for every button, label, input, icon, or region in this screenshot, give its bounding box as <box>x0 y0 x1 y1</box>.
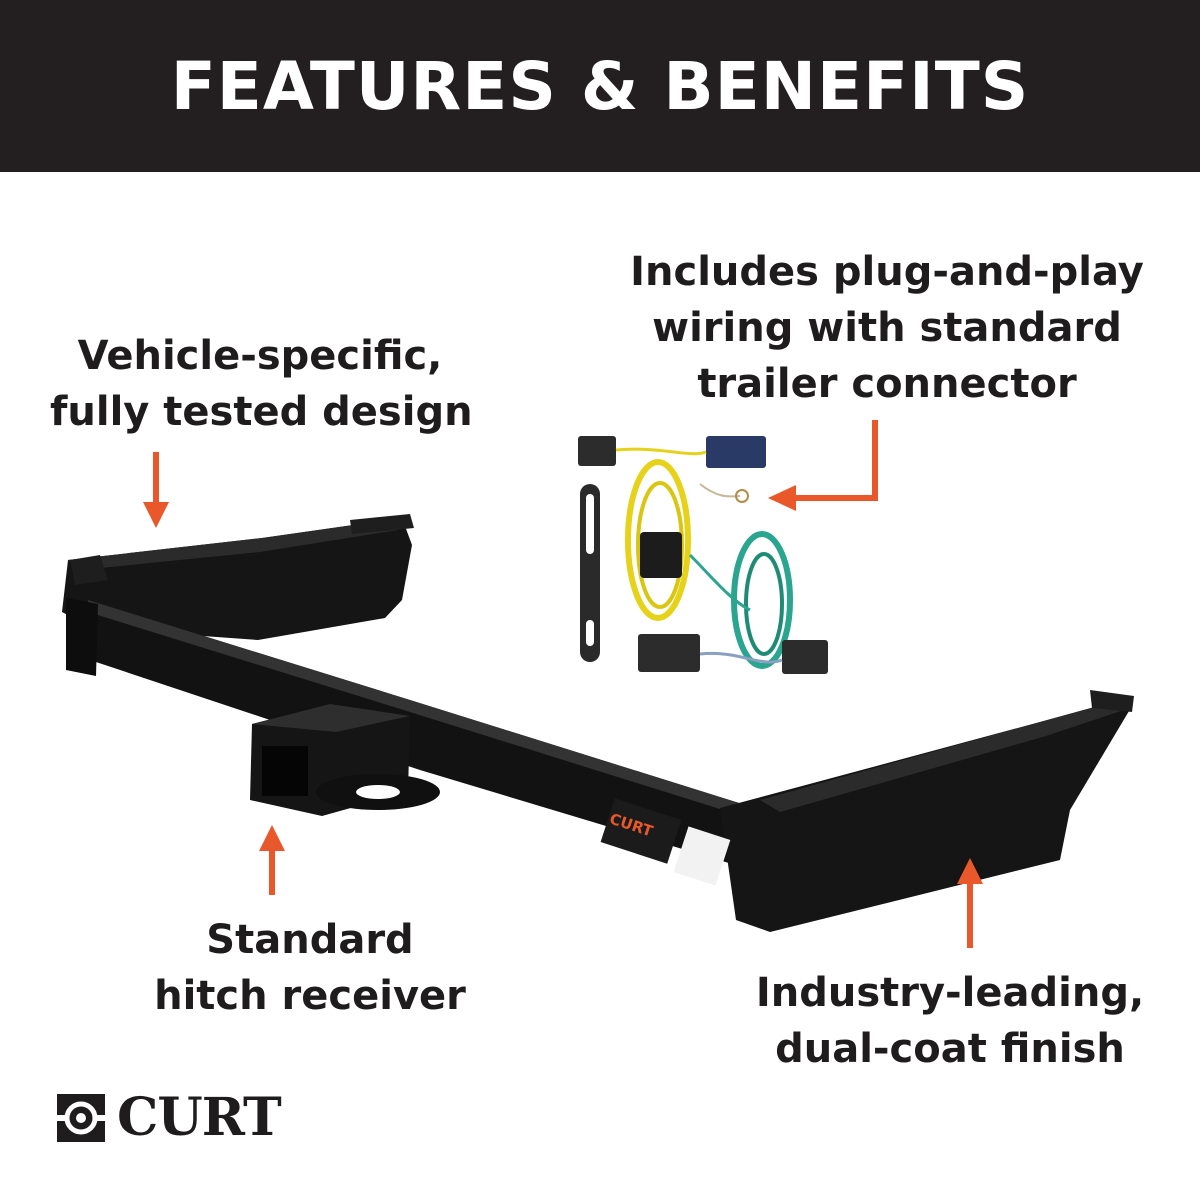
callout-line: Includes plug-and-play <box>630 249 1144 295</box>
callout-line: fully tested design <box>50 389 473 435</box>
callout-hitch-receiver: Standard hitch receiver <box>120 912 500 1024</box>
callout-vehicle-specific: Vehicle-specific, fully tested design <box>50 328 473 440</box>
callout-line: dual-coat finish <box>775 1026 1125 1072</box>
header-banner: FEATURES & BENEFITS <box>0 0 1200 172</box>
banner-title: FEATURES & BENEFITS <box>170 47 1030 125</box>
callout-line: Standard <box>206 917 414 963</box>
callout-finish: Industry-leading, dual-coat finish <box>740 965 1160 1077</box>
callout-wiring: Includes plug-and-play wiring with stand… <box>612 244 1162 412</box>
brand-emblem-icon <box>57 1094 105 1142</box>
callout-line: wiring with standard <box>652 305 1122 351</box>
brand-name: CURT <box>117 1087 282 1148</box>
callout-line: Vehicle-specific, <box>77 333 443 379</box>
callout-line: Industry-leading, <box>755 970 1145 1016</box>
wiring-harness-illustration <box>578 436 828 674</box>
arrow-wiring <box>768 420 878 511</box>
hitch-illustration <box>62 514 1134 932</box>
callout-line: trailer connector <box>697 361 1077 407</box>
arrow-receiver <box>259 825 285 895</box>
brand-logo: CURT <box>55 1087 282 1148</box>
callout-line: hitch receiver <box>154 973 466 1019</box>
arrow-finish <box>957 858 983 948</box>
arrow-design <box>143 452 169 528</box>
